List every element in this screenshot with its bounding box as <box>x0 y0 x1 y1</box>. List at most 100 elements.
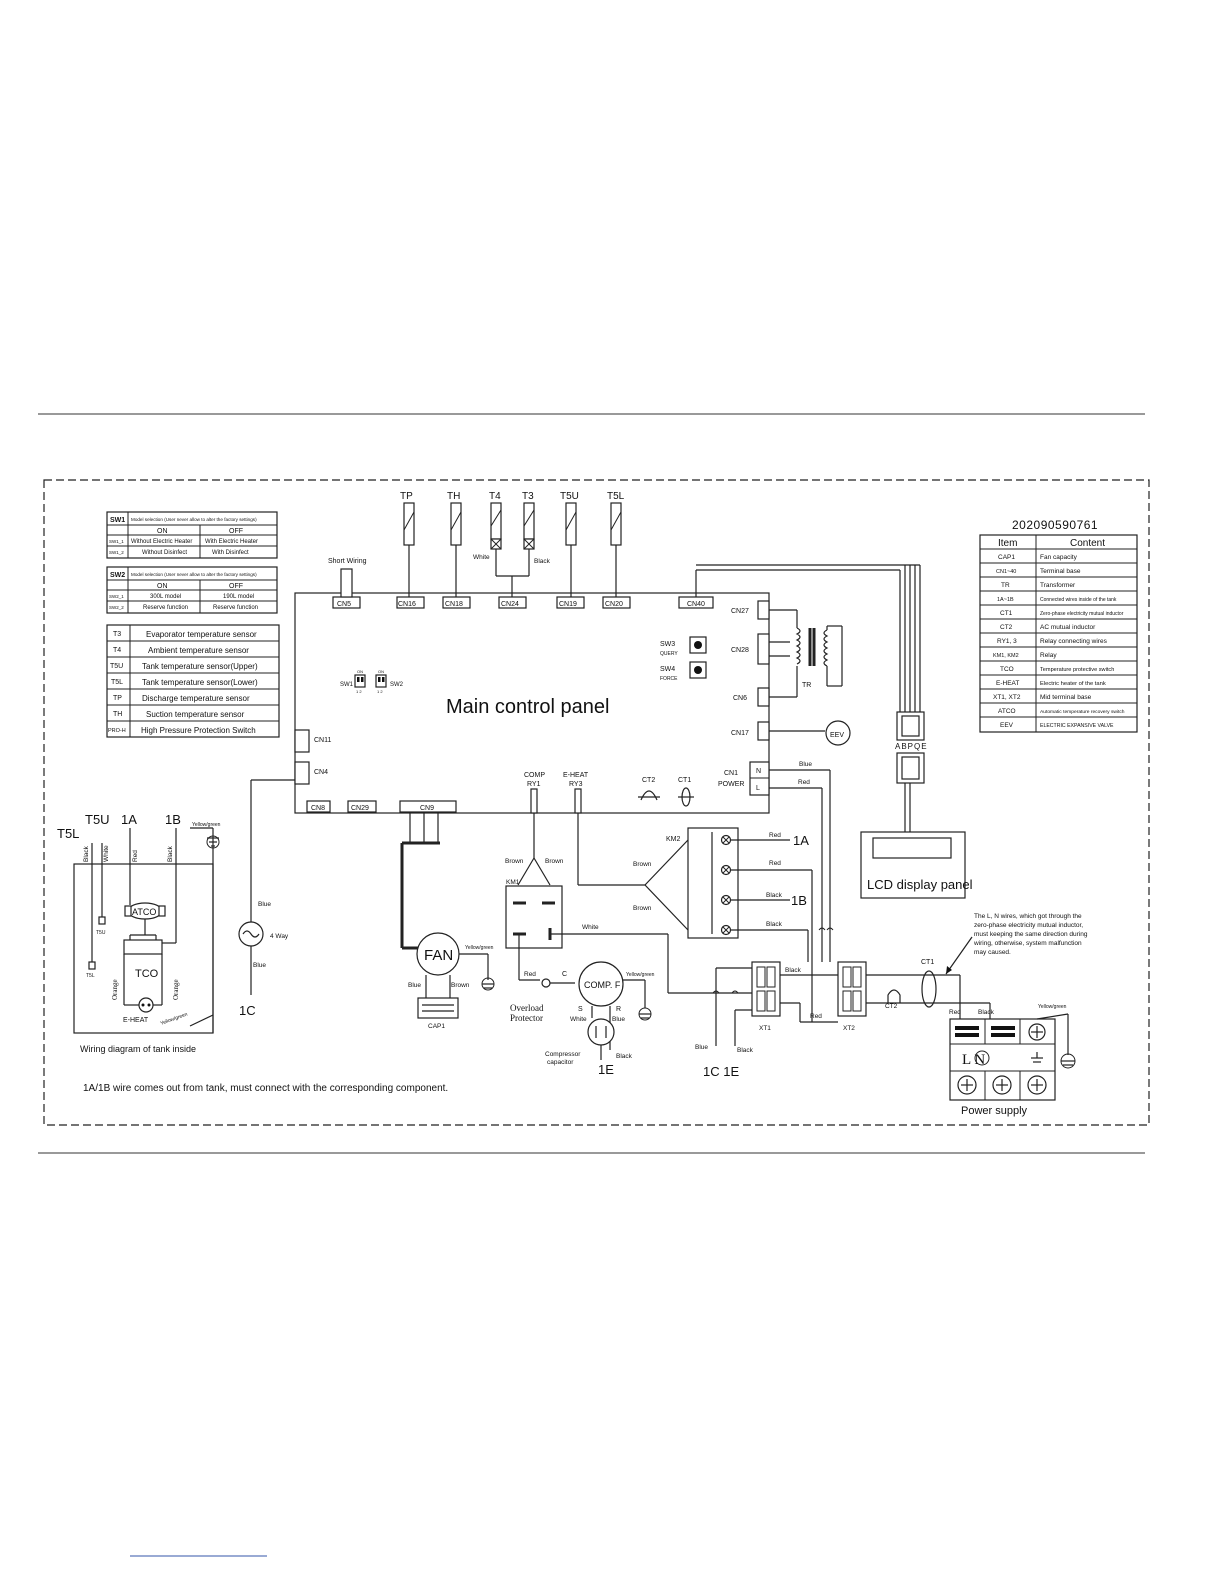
legend-row-4-content: Connected wires inside of the tank <box>1040 597 1117 603</box>
km1-brown1: Brown <box>505 858 524 865</box>
fourway-blue2: Blue <box>253 962 266 969</box>
legend-row-2-content: Terminal base <box>1040 568 1081 575</box>
legend-row-3-item: TR <box>1001 582 1010 589</box>
legend-row-11-content: Mid terminal base <box>1040 694 1092 701</box>
tank-t5l-small: T5L <box>86 973 95 979</box>
xt1-terminal: XT1 Black Red Blue Black 1C 1E <box>668 961 838 1079</box>
xt2-ct1: CT1 <box>921 959 934 966</box>
tank-atco: ATCO <box>132 907 156 917</box>
km2-brown1: Brown <box>633 861 652 868</box>
sensor-row-4-desc: Tank temperature sensor(Lower) <box>142 678 258 687</box>
km2-brown2: Brown <box>633 905 652 912</box>
xt1-label: XT1 <box>759 1025 771 1032</box>
ps-ln: L N <box>962 1052 985 1068</box>
power-lines: Blue Red <box>769 761 834 962</box>
sensor-row-7-id: PRO-H <box>108 728 126 734</box>
sensor-row-4-id: T5L <box>111 679 123 686</box>
xt1-blue: Blue <box>695 1044 708 1051</box>
sw1-r2-off: With Disinfect <box>212 550 249 556</box>
sensor-t5l-label: T5L <box>607 491 625 502</box>
legend-row-10-item: E-HEAT <box>996 680 1019 687</box>
fan-label: FAN <box>424 947 453 964</box>
km2-red2: Red <box>769 860 781 867</box>
cn1-label: CN1 <box>724 770 738 777</box>
tank-t5u: T5U <box>85 812 110 827</box>
comp-1e: 1E <box>598 1062 614 1077</box>
sensor-row-7-desc: High Pressure Protection Switch <box>141 726 256 735</box>
sw2-dip-on: ON <box>378 669 384 674</box>
sw2-on: ON <box>157 583 168 590</box>
cn28-label: CN28 <box>731 647 749 654</box>
legend-row-7-item: RY1, 3 <box>997 638 1017 645</box>
sensor-table: T3 Evaporator temperature sensor T4 Ambi… <box>106 624 280 738</box>
lcd-pins-label: ABPQE <box>895 742 928 751</box>
km1-white: White <box>582 924 599 931</box>
sw4-label: SW4 <box>660 666 675 673</box>
xt2-terminal: XT2 CT2 CT1 <box>837 959 991 1032</box>
fan-cap: CAP1 <box>428 1023 445 1030</box>
short-wiring-label: Short Wiring <box>328 558 367 565</box>
cn27-label: CN27 <box>731 608 749 615</box>
sensor-row-2-id: T4 <box>113 647 121 654</box>
legend-row-12-content: Automatic temperature recovery switch <box>1040 709 1125 715</box>
sw1-dip-nums: 1 2 <box>356 689 362 694</box>
cn17-label: CN17 <box>731 730 749 737</box>
sensor-t4-label: T4 <box>489 491 501 502</box>
comp-label: COMP. F <box>584 980 621 990</box>
fan-brown: Brown <box>451 982 470 989</box>
overload-2: Protector <box>510 1013 543 1023</box>
ps-label: Power supply <box>961 1105 1028 1117</box>
sensor-t3-label: T3 <box>522 491 534 502</box>
ct2-panel-label: CT2 <box>642 777 655 784</box>
four-way-valve: Blue 4 Way Blue 1C <box>238 779 295 1018</box>
fan-blue: Blue <box>408 982 421 989</box>
sw1-r2-id: SW1_2 <box>109 550 124 555</box>
legend-row-4-item: 1A~1B <box>997 597 1014 603</box>
sw2-r2-id: SW2_2 <box>109 605 124 610</box>
fourway-blue1: Blue <box>258 901 271 908</box>
tank-t5u-small: T5U <box>96 930 106 936</box>
sensor-row-6-desc: Suction temperature sensor <box>146 710 245 719</box>
sensor-row-6-id: TH <box>113 711 122 718</box>
cn40-label: CN40 <box>687 601 705 608</box>
sw2-r2-off: Reserve function <box>213 605 258 611</box>
km2-black1: Black <box>766 892 783 899</box>
cn8-label: CN8 <box>311 805 325 812</box>
tank-yellowgreen: Yellow/green <box>192 822 221 828</box>
km1-label: KM1 <box>506 879 520 886</box>
sw1-off: OFF <box>229 528 243 535</box>
tr-label: TR <box>802 682 811 689</box>
lcd-display-panel: LCD display panel <box>860 831 973 899</box>
km1-red: Red <box>524 971 536 978</box>
tank-black2: Black <box>167 845 174 862</box>
sw2-dip-label: SW2 <box>390 682 404 688</box>
xt1-red: Red <box>810 1013 822 1020</box>
cn29-label: CN29 <box>351 805 369 812</box>
tank-diagram: T5U 1A 1B T5L Black White Red Black Yell… <box>57 812 221 1054</box>
eev-symbol <box>825 720 851 746</box>
sw2-off: OFF <box>229 583 243 590</box>
tank-1b: 1B <box>165 812 181 827</box>
compressor: C Overload Protector COMP. F Yellow/gree… <box>510 961 655 1077</box>
legend-row-7-content: Relay connecting wires <box>1040 638 1108 645</box>
panel-title: Main control panel <box>446 696 609 718</box>
legend-row-1-item: CAP1 <box>998 554 1015 561</box>
comp-blue: Blue <box>612 1016 625 1023</box>
legend-row-9-content: Temperature protective switch <box>1040 667 1114 673</box>
sw1-r1-off: With Electric Heater <box>205 539 258 545</box>
diagram-frame <box>43 479 1150 1126</box>
force-label: FORCE <box>660 676 678 682</box>
t4-white-label: White <box>473 554 490 561</box>
legend-table: Item Content CAP1 Fan capacity CN1~40 Te… <box>979 534 1138 733</box>
sw2-r1-off: 190L model <box>223 594 254 600</box>
lcd-label: LCD display panel <box>867 877 973 892</box>
legend-row-11-item: XT1, XT2 <box>993 694 1021 701</box>
transformer: TR <box>769 609 843 698</box>
eheat-panel-label: E-HEAT <box>563 772 589 779</box>
legend-row-2-item: CN1~40 <box>996 569 1016 575</box>
comp-r: R <box>616 1006 621 1013</box>
legend-row-13-item: EEV <box>1000 722 1014 729</box>
sw2-head-right: Model selection (User never allow to alt… <box>131 572 257 577</box>
sensor-th-label: TH <box>447 491 460 502</box>
sensor-row-1-id: T3 <box>113 631 121 638</box>
